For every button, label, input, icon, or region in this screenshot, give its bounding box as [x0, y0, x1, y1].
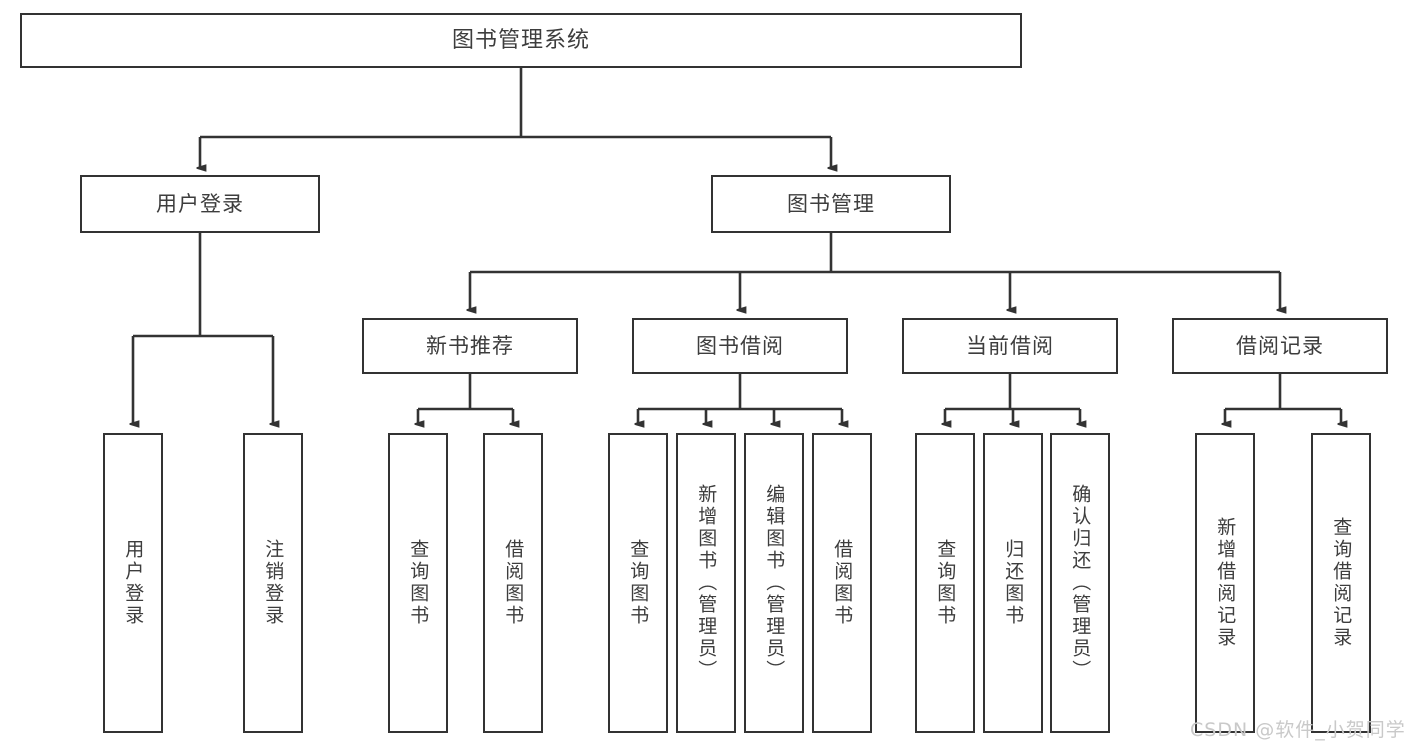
- leaf-logout[interactable]: 注销登录: [243, 433, 303, 733]
- csdn-watermark: CSDN @软件_小贺同学: [1190, 719, 1405, 741]
- leaf-query-record-label: 查询借阅记录: [1330, 517, 1353, 649]
- leaf-confirm-return-label: 确认归还（管理员）: [1069, 484, 1092, 682]
- node-root-system[interactable]: 图书管理系统: [20, 13, 1022, 68]
- leaf-add-record-label: 新增借阅记录: [1214, 517, 1237, 649]
- leaf-return-book[interactable]: 归还图书: [983, 433, 1043, 733]
- leaf-borrow-book-1-label: 借阅图书: [502, 539, 525, 627]
- leaf-query-book-2-label: 查询图书: [627, 539, 650, 627]
- leaf-query-book-3[interactable]: 查询图书: [915, 433, 975, 733]
- node-book-borrow-label: 图书借阅: [696, 333, 784, 358]
- node-borrow-record-label: 借阅记录: [1236, 333, 1324, 358]
- node-book-borrow[interactable]: 图书借阅: [632, 318, 848, 374]
- leaf-borrow-book-2[interactable]: 借阅图书: [812, 433, 872, 733]
- leaf-borrow-book-1[interactable]: 借阅图书: [483, 433, 543, 733]
- node-new-book-rec-label: 新书推荐: [426, 333, 514, 358]
- leaf-add-book[interactable]: 新增图书（管理员）: [676, 433, 736, 733]
- leaf-user-login-label: 用户登录: [122, 539, 145, 627]
- node-new-book-rec[interactable]: 新书推荐: [362, 318, 578, 374]
- leaf-return-book-label: 归还图书: [1002, 539, 1025, 627]
- node-root-label: 图书管理系统: [451, 27, 590, 53]
- leaf-add-book-label: 新增图书（管理员）: [695, 484, 718, 682]
- node-borrow-record[interactable]: 借阅记录: [1172, 318, 1388, 374]
- leaf-query-book-1[interactable]: 查询图书: [388, 433, 448, 733]
- node-book-manage[interactable]: 图书管理: [711, 175, 951, 233]
- leaf-user-login[interactable]: 用户登录: [103, 433, 163, 733]
- node-book-manage-label: 图书管理: [787, 191, 875, 216]
- leaf-edit-book[interactable]: 编辑图书（管理员）: [744, 433, 804, 733]
- leaf-add-record[interactable]: 新增借阅记录: [1195, 433, 1255, 733]
- leaf-confirm-return[interactable]: 确认归还（管理员）: [1050, 433, 1110, 733]
- leaf-borrow-book-2-label: 借阅图书: [831, 539, 854, 627]
- leaf-query-book-3-label: 查询图书: [934, 539, 957, 627]
- node-user-login-label: 用户登录: [156, 191, 244, 216]
- leaf-edit-book-label: 编辑图书（管理员）: [763, 484, 786, 682]
- leaf-query-record[interactable]: 查询借阅记录: [1311, 433, 1371, 733]
- leaf-logout-label: 注销登录: [262, 539, 285, 627]
- leaf-query-book-1-label: 查询图书: [407, 539, 430, 627]
- leaf-query-book-2[interactable]: 查询图书: [608, 433, 668, 733]
- node-current-borrow-label: 当前借阅: [966, 333, 1054, 358]
- node-user-login[interactable]: 用户登录: [80, 175, 320, 233]
- node-current-borrow[interactable]: 当前借阅: [902, 318, 1118, 374]
